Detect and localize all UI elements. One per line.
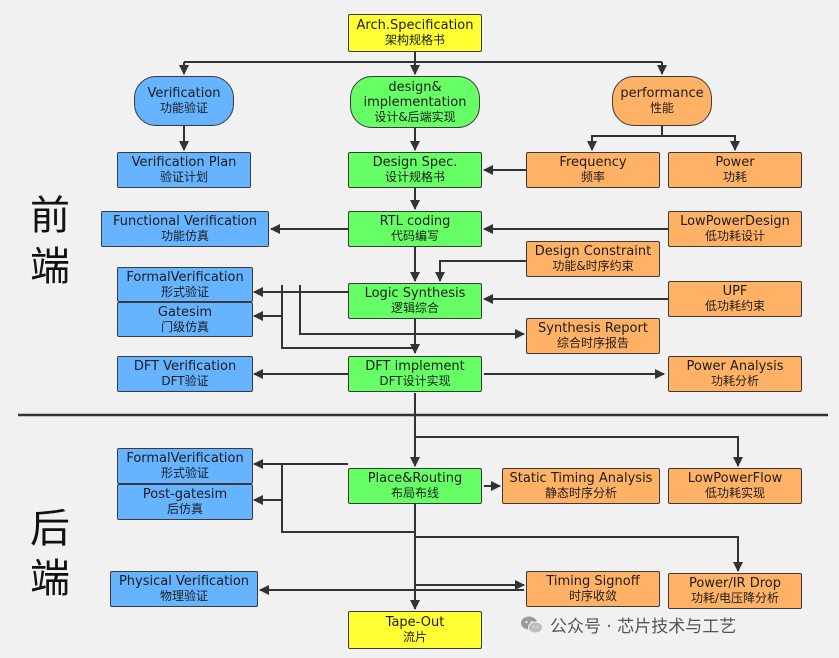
node-label-en: Power/IR Drop bbox=[689, 576, 781, 591]
node-label-en: Design Constraint bbox=[534, 244, 652, 259]
node-label-en: Functional Verification bbox=[112, 214, 258, 229]
node-label-zh: 功能验证 bbox=[159, 101, 208, 115]
node-label-en: Frequency bbox=[559, 155, 627, 170]
node-design-implementation: design& implementation 设计&后端实现 bbox=[350, 76, 480, 128]
node-low-power-flow: LowPowerFlow 低功耗实现 bbox=[668, 468, 802, 504]
node-label-zh: 功耗 bbox=[722, 170, 747, 184]
node-synthesis-report: Synthesis Report 综合时序报告 bbox=[526, 318, 660, 354]
node-upf: UPF 低功耗约束 bbox=[668, 281, 802, 317]
node-label-en: UPF bbox=[722, 284, 748, 299]
node-label-zh: 功耗分析 bbox=[710, 374, 759, 388]
node-power: Power 功耗 bbox=[668, 152, 802, 188]
node-label-zh: 架构规格书 bbox=[384, 33, 445, 47]
node-label-en: Tape-Out bbox=[385, 615, 445, 630]
stage-label-back-2: 端 bbox=[30, 556, 70, 602]
node-label-en: Timing Signoff bbox=[546, 574, 640, 589]
node-label-zh: 设计规格书 bbox=[384, 170, 445, 184]
node-power-ir-drop: Power/IR Drop 功耗/电压降分析 bbox=[668, 573, 802, 609]
node-label-zh: DFT验证 bbox=[161, 374, 209, 388]
node-dft-implement: DFT implement DFT设计实现 bbox=[348, 356, 482, 392]
node-label-zh: 频率 bbox=[580, 170, 605, 184]
node-label-en: Verification Plan bbox=[131, 155, 237, 170]
node-label-en: FormalVerification bbox=[126, 269, 244, 285]
watermark-text: 公众号 · 芯片技术与工艺 bbox=[550, 617, 737, 637]
watermark: 公众号 · 芯片技术与工艺 bbox=[520, 612, 736, 637]
node-place-routing: Place&Routing 布局布线 bbox=[348, 468, 482, 504]
node-label-en-2: implementation bbox=[363, 94, 467, 110]
node-label-en: performance bbox=[620, 86, 704, 101]
node-label-zh: 功能&时序约束 bbox=[552, 259, 634, 273]
node-label-zh: 低功耗实现 bbox=[704, 486, 765, 500]
node-label-zh: 物理验证 bbox=[159, 589, 208, 603]
node-label-zh: 综合时序报告 bbox=[556, 336, 629, 350]
node-label-zh: 验证计划 bbox=[159, 170, 208, 184]
node-label-zh: 后仿真 bbox=[166, 502, 203, 516]
node-label-en: Place&Routing bbox=[367, 471, 463, 486]
node-label-zh: 设计&后端实现 bbox=[374, 109, 456, 124]
node-label-en: RTL coding bbox=[379, 214, 451, 229]
node-functional-verification: Functional Verification 功能仿真 bbox=[101, 211, 269, 247]
node-label-zh: 低功耗设计 bbox=[704, 229, 765, 243]
node-label-en: Synthesis Report bbox=[538, 321, 648, 336]
node-label-en: Physical Verification bbox=[118, 574, 250, 589]
node-label-en: Power Analysis bbox=[686, 359, 784, 374]
node-label-en: Arch.Specification bbox=[356, 18, 474, 33]
stage-label-back-1: 后 bbox=[30, 506, 70, 552]
node-label-en: Static Timing Analysis bbox=[509, 471, 653, 486]
node-timing-signoff: Timing Signoff 时序收敛 bbox=[526, 571, 660, 607]
node-arch-specification: Arch.Specification 架构规格书 bbox=[348, 14, 482, 52]
wechat-icon bbox=[521, 616, 543, 633]
node-label-en: design& bbox=[388, 79, 442, 95]
node-label-zh: 逻辑综合 bbox=[390, 301, 439, 315]
node-frequency: Frequency 频率 bbox=[526, 152, 660, 188]
node-label-zh: 功能仿真 bbox=[160, 229, 209, 243]
node-tape-out: Tape-Out 流片 bbox=[348, 611, 482, 649]
node-verification-plan: Verification Plan 验证计划 bbox=[117, 152, 251, 188]
node-label-zh: 性能 bbox=[649, 101, 674, 115]
node-label-en: Verification bbox=[147, 86, 221, 101]
node-formal-verification-front: FormalVerification 形式验证 bbox=[117, 267, 253, 302]
node-static-timing-analysis: Static Timing Analysis 静态时序分析 bbox=[502, 468, 660, 504]
node-power-analysis: Power Analysis 功耗分析 bbox=[668, 356, 802, 392]
stage-label-front-1: 前 bbox=[30, 193, 70, 239]
node-low-power-design: LowPowerDesign 低功耗设计 bbox=[668, 211, 802, 247]
node-dft-verification: DFT Verification DFT验证 bbox=[117, 356, 253, 392]
node-label-zh: 静态时序分析 bbox=[544, 486, 617, 500]
node-label-zh: 时序收敛 bbox=[568, 589, 617, 603]
node-label-zh: 门级仿真 bbox=[160, 319, 209, 334]
node-label-zh: 布局布线 bbox=[390, 486, 439, 500]
node-label-zh: DFT设计实现 bbox=[379, 374, 451, 388]
node-post-gatesim: Post-gatesim 后仿真 bbox=[117, 484, 253, 520]
node-physical-verification: Physical Verification 物理验证 bbox=[110, 571, 258, 607]
node-label-en: LowPowerDesign bbox=[680, 214, 790, 229]
node-label-en: LowPowerFlow bbox=[687, 471, 783, 486]
node-label-en: Gatesim bbox=[157, 304, 213, 320]
node-logic-synthesis: Logic Synthesis 逻辑综合 bbox=[348, 283, 482, 319]
node-label-zh: 低功耗约束 bbox=[704, 299, 765, 313]
node-gatesim: Gatesim 门级仿真 bbox=[117, 302, 253, 337]
stage-label-front-2: 端 bbox=[30, 244, 70, 290]
node-label-zh: 形式验证 bbox=[160, 466, 209, 480]
node-label-zh: 形式验证 bbox=[160, 284, 209, 299]
node-label-zh: 流片 bbox=[402, 630, 427, 644]
node-performance: performance 性能 bbox=[612, 76, 712, 126]
node-label-en: Power bbox=[715, 155, 755, 170]
node-formal-verification-back: FormalVerification 形式验证 bbox=[117, 448, 253, 484]
node-label-en: DFT Verification bbox=[133, 359, 237, 374]
node-rtl-coding: RTL coding 代码编写 bbox=[348, 211, 482, 247]
node-label-en: FormalVerification bbox=[126, 451, 244, 466]
node-label-en: Design Spec. bbox=[372, 155, 458, 170]
node-label-en: Logic Synthesis bbox=[364, 286, 466, 301]
node-label-zh: 代码编写 bbox=[390, 229, 439, 243]
node-label-zh: 功耗/电压降分析 bbox=[690, 591, 780, 605]
node-design-spec: Design Spec. 设计规格书 bbox=[348, 152, 482, 188]
node-label-en: DFT implement bbox=[365, 359, 465, 374]
node-design-constraint: Design Constraint 功能&时序约束 bbox=[526, 241, 660, 277]
node-verification: Verification 功能验证 bbox=[134, 76, 234, 126]
node-label-en: Post-gatesim bbox=[142, 487, 228, 502]
